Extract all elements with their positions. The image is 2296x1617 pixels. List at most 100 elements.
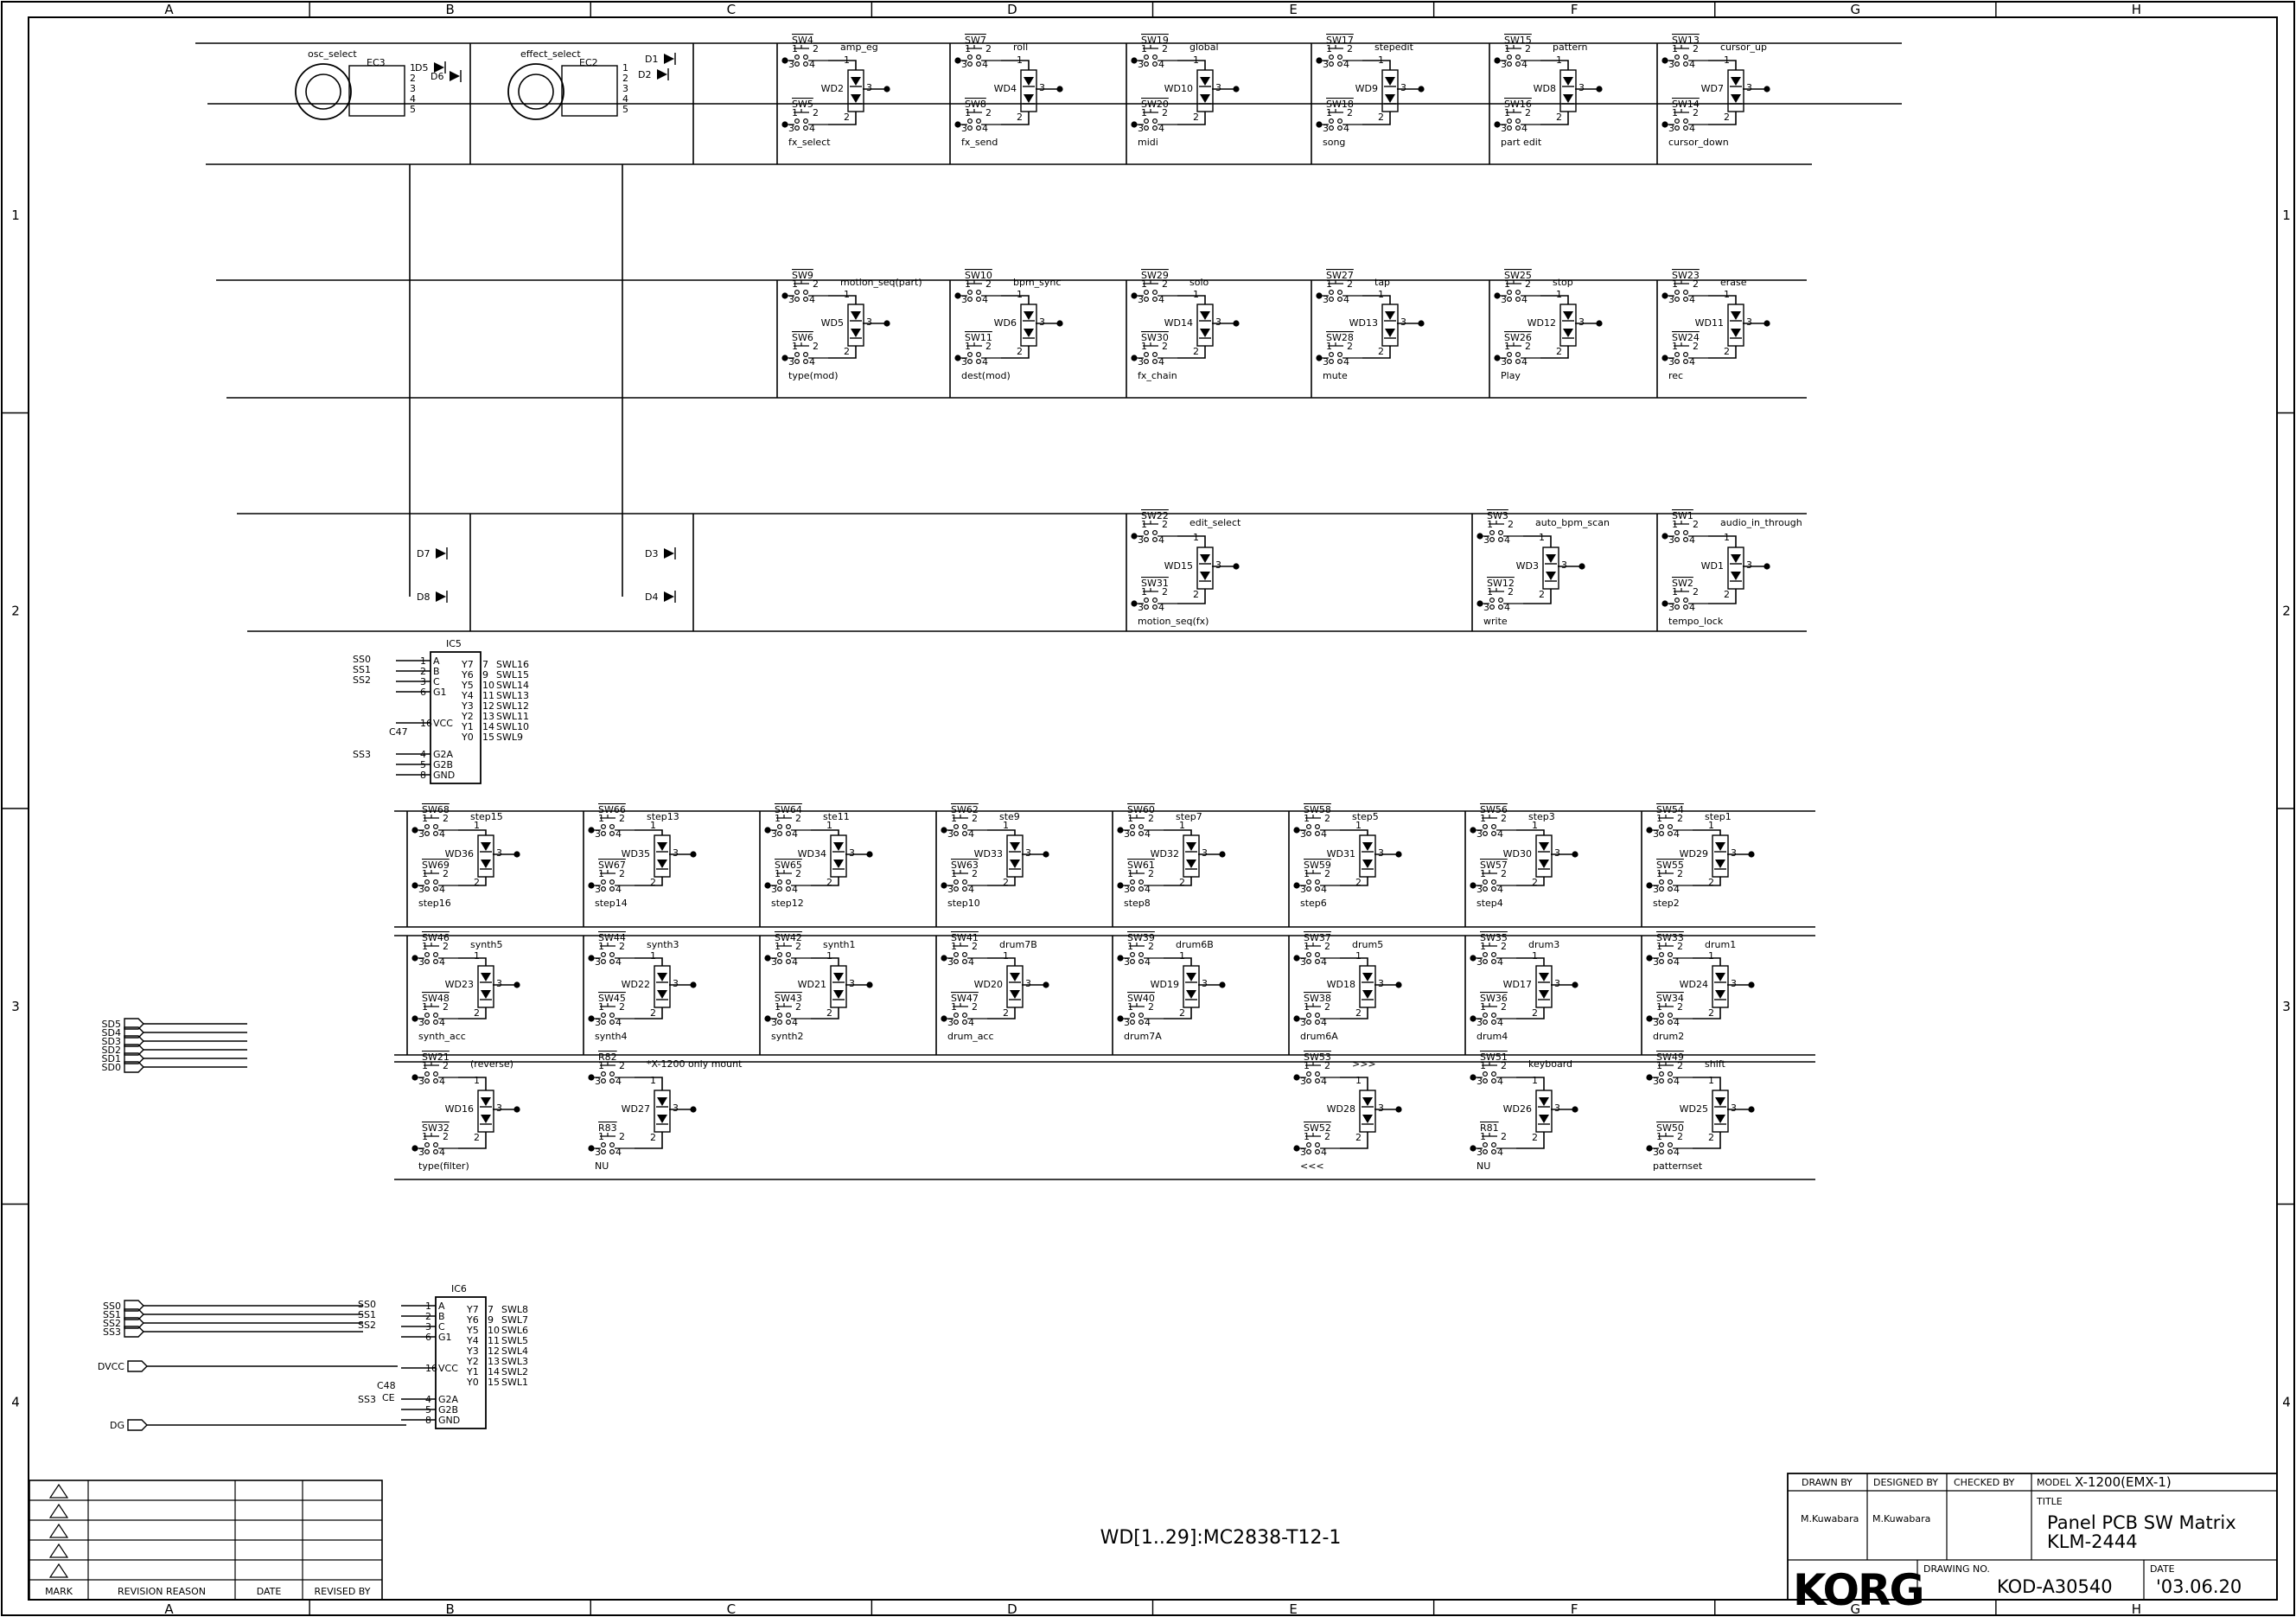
diode-array [1535,965,1553,1008]
junction-dot [1572,981,1578,988]
contact [1506,118,1512,125]
diode [1731,77,1741,86]
pin-num: 3 [1578,82,1585,93]
contact [776,951,782,957]
contact [802,61,808,67]
ic-pin-num: 11 [482,690,494,701]
contact [1151,604,1158,610]
pin-num: 4 [1343,294,1349,305]
pin-num: 4 [439,828,445,840]
pin-num: 2 [985,107,992,118]
junction-dot [1476,600,1483,607]
wire [1540,295,1569,304]
pin-num: 1 [1708,1075,1714,1086]
pin-num: 3 [1124,956,1130,968]
ic-output-net: SWL2 [501,1366,528,1377]
contact [433,1077,439,1083]
diode-array [830,965,847,1008]
pin-num: 4 [1145,884,1151,895]
contact [1328,290,1334,296]
contact [1674,359,1680,365]
switch-ref: SW51 [1480,1051,1508,1063]
junction-dot [1117,882,1124,889]
diode-ref: D7 [417,548,430,559]
junction-dot [1418,86,1425,93]
korg-logo: KORG [1793,1565,1923,1615]
contact [1151,597,1158,603]
contact [1143,118,1149,125]
contact [1667,1141,1673,1147]
switch-label: solo [1189,277,1209,288]
osc-select-knob [305,74,341,110]
pin-num: 3 [1668,534,1674,546]
effect-select-name: effect_select [520,48,581,60]
contact [1138,1012,1144,1018]
pin-num: 3 [1202,978,1208,989]
pin-num: 4 [809,294,815,305]
contact [600,885,606,892]
contact [1314,830,1320,836]
contact [1305,1148,1311,1154]
pin-num: 2 [826,877,832,888]
contact [1336,290,1343,296]
pin-num: 4 [1158,294,1164,305]
pin-num: 3 [1668,123,1674,134]
ic-input-net: SS1 [358,1309,376,1320]
junction-dot [1131,600,1138,607]
contact [776,958,782,964]
wire [1708,60,1737,70]
contact [1328,125,1334,131]
switch-label: drum2 [1653,1031,1684,1042]
contact [785,885,791,892]
pin-num: 4 [1321,828,1327,840]
junction-dot [1316,292,1323,299]
diode [481,1115,491,1123]
pin-num: 1 [474,950,480,962]
contact [1667,1071,1673,1077]
wire [1164,957,1192,966]
wire [1540,346,1569,359]
junction-dot [1233,86,1240,93]
contact [1143,54,1149,60]
pin-num: 1 [1724,532,1730,543]
ic-pin-name: G2B [433,759,453,770]
junction-dot [941,955,947,962]
contact [1143,597,1149,603]
junction-dot [1470,1015,1476,1022]
diode-array [477,965,494,1008]
switch-label: song [1323,137,1345,148]
ic6 [435,1296,487,1429]
pin-num: 2 [1508,586,1514,598]
pin-num: 3 [1668,602,1674,613]
pin-num: 3 [496,978,502,989]
pin-num: 2 [1324,868,1330,879]
switch-label: keyboard [1528,1058,1572,1070]
diode-ref: WD21 [798,979,826,990]
pin-num: 4 [792,828,798,840]
switch-ref: SW15 [1504,35,1532,46]
contact [1490,951,1496,957]
wire [635,1132,663,1149]
pin-num: 1 [1193,54,1199,66]
pin-num: 2 [1539,589,1545,600]
ic-pin-name: G2A [438,1394,459,1405]
contact [1658,1141,1664,1147]
switch-ref: SW39 [1127,932,1155,943]
contact [1667,830,1673,836]
contact [1667,823,1673,829]
ic-pin-name: Y5 [466,1325,479,1336]
ic-pin-num: 10 [482,680,494,691]
ic-pin-num: 1 [420,655,426,667]
diode-ref: D1 [645,54,658,65]
contact [975,290,981,296]
switch-ref: SW13 [1672,35,1700,46]
pin-num: 3 [1731,978,1737,989]
contact [600,1071,606,1077]
ic-pin-name: Y4 [466,1335,479,1346]
switch-ref: SW3 [1487,510,1508,521]
revision-mark [48,1523,69,1538]
pin-num: 3 [418,1147,424,1158]
ss-port [124,1326,144,1338]
contact [609,1141,615,1147]
